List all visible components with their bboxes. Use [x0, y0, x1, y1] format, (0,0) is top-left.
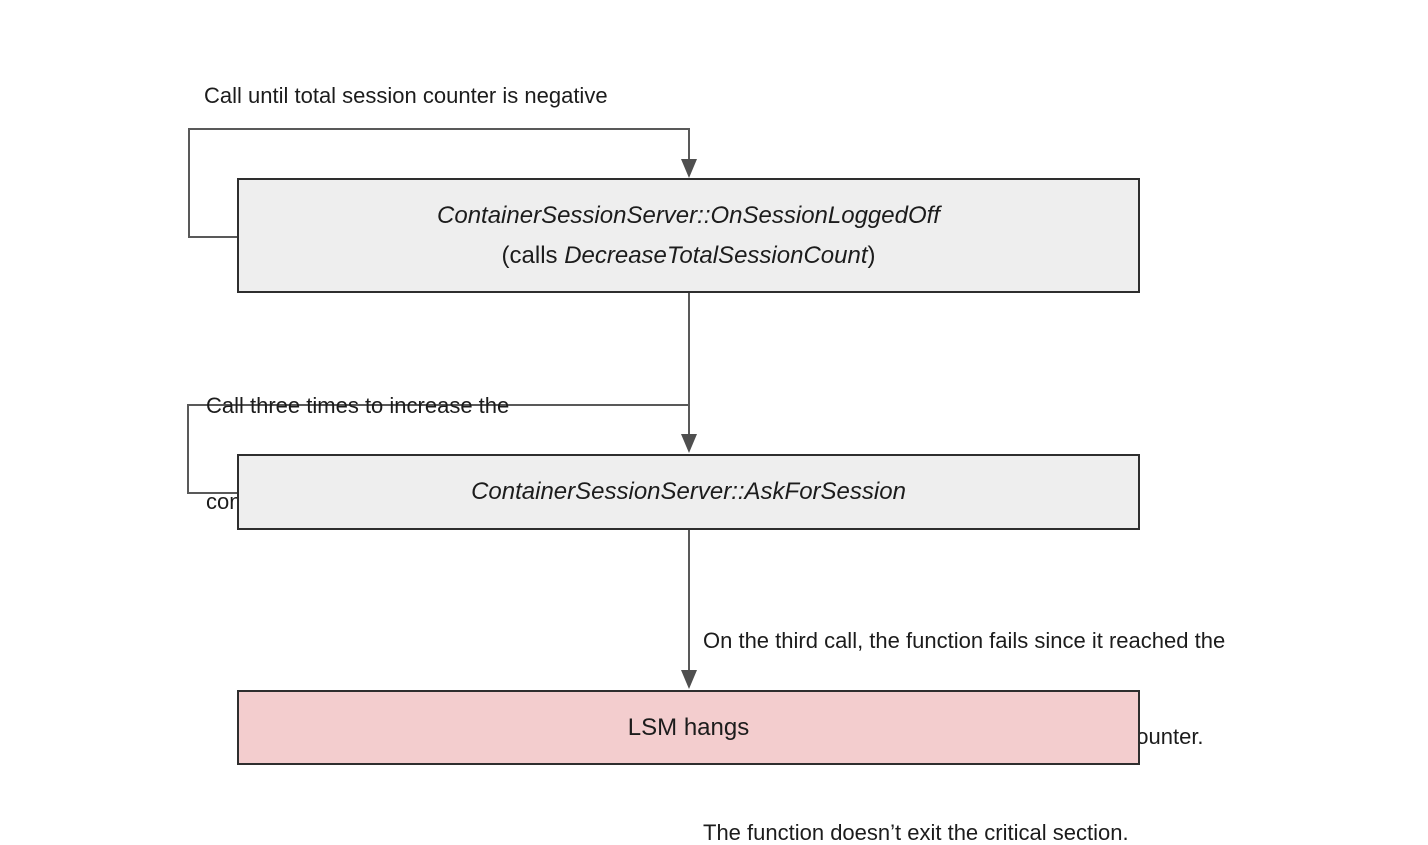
- connector-2-head: [681, 670, 697, 689]
- node-on-session-logged-off-title: ContainerSessionServer::OnSessionLoggedO…: [437, 201, 940, 229]
- subtitle-prefix: (calls: [501, 241, 565, 269]
- failure-annotation-line3: The function doesn’t exit the critical s…: [703, 820, 1129, 845]
- loop2-annotation-line1: Call three times to increase the: [206, 393, 510, 418]
- node-lsm-hangs-title: LSM hangs: [627, 713, 750, 741]
- loop-arrow-1-line: [188, 128, 690, 238]
- node-ask-for-session-title: ContainerSessionServer::AskForSession: [471, 478, 906, 505]
- node-on-session-logged-off: ContainerSessionServer::OnSessionLoggedO…: [237, 178, 1140, 293]
- loop1-annotation: Call until total session counter is nega…: [204, 83, 608, 108]
- subtitle-function-name: DecreaseTotalSessionCount: [564, 241, 868, 269]
- subtitle-suffix: ): [867, 241, 876, 269]
- connector-1-head: [681, 434, 697, 453]
- node-on-session-logged-off-subtitle: (calls DecreaseTotalSessionCount): [502, 236, 876, 276]
- failure-annotation-line1: On the third call, the function fails si…: [703, 628, 1226, 653]
- loop-arrow-2-line: [187, 404, 689, 494]
- loop-arrow-1-head: [681, 159, 697, 178]
- node-ask-for-session: ContainerSessionServer::AskForSession: [237, 454, 1140, 530]
- node-lsm-hangs: LSM hangs: [237, 690, 1140, 765]
